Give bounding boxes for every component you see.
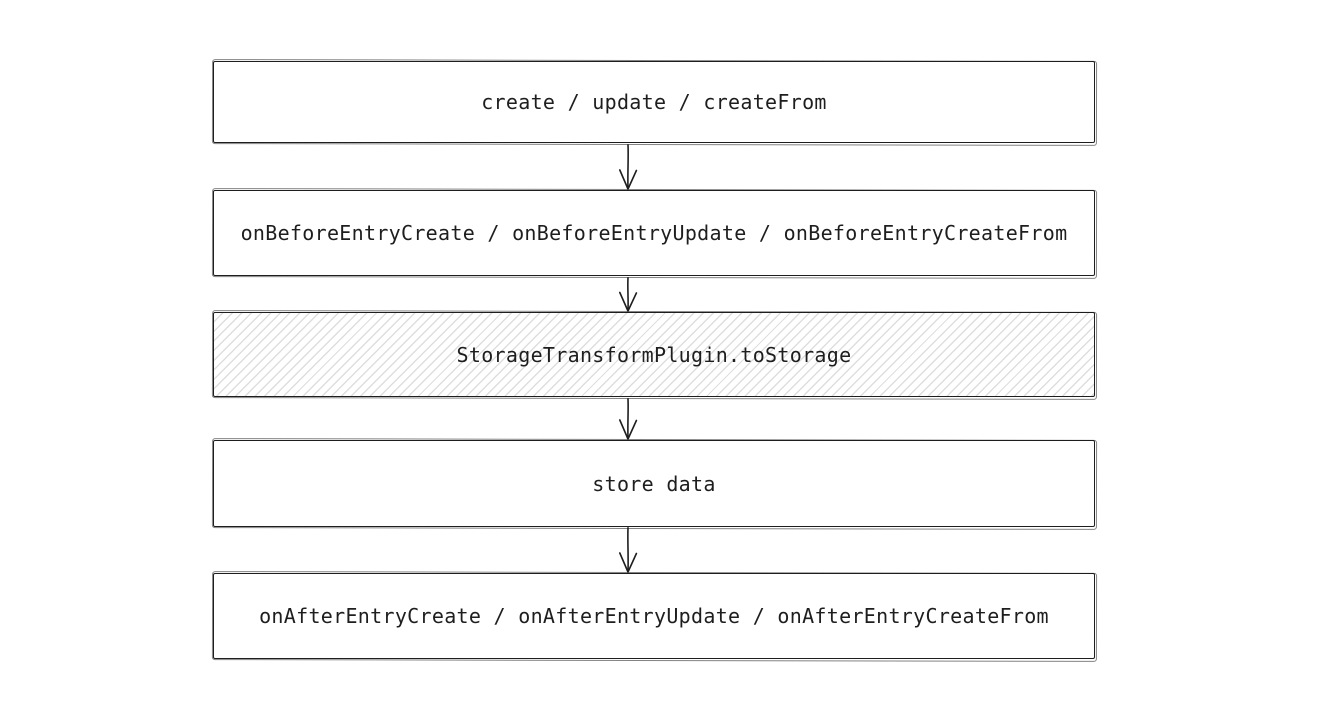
flowchart-node-store-data: store data [213,440,1095,527]
flow-arrow-down-icon [615,527,641,573]
node-label: onBeforeEntryCreate / onBeforeEntryUpdat… [240,221,1068,245]
node-label: store data [592,471,716,496]
node-label: onAfterEntryCreate / onAfterEntryUpdate … [259,604,1049,628]
flowchart-node-onafter-hooks: onAfterEntryCreate / onAfterEntryUpdate … [213,573,1095,659]
node-label: create / update / createFrom [481,90,827,114]
flowchart-node-create-update-createfrom: create / update / createFrom [213,61,1095,143]
flowchart-node-storagetransformplugin-tostorage: StorageTransformPlugin.toStorage [213,312,1095,397]
flowchart-node-onbefore-hooks: onBeforeEntryCreate / onBeforeEntryUpdat… [213,190,1095,276]
flow-arrow-down-icon [615,398,641,440]
node-label: StorageTransformPlugin.toStorage [456,342,852,367]
flow-arrow-down-icon [615,144,641,190]
flow-arrow-down-icon [615,277,641,312]
